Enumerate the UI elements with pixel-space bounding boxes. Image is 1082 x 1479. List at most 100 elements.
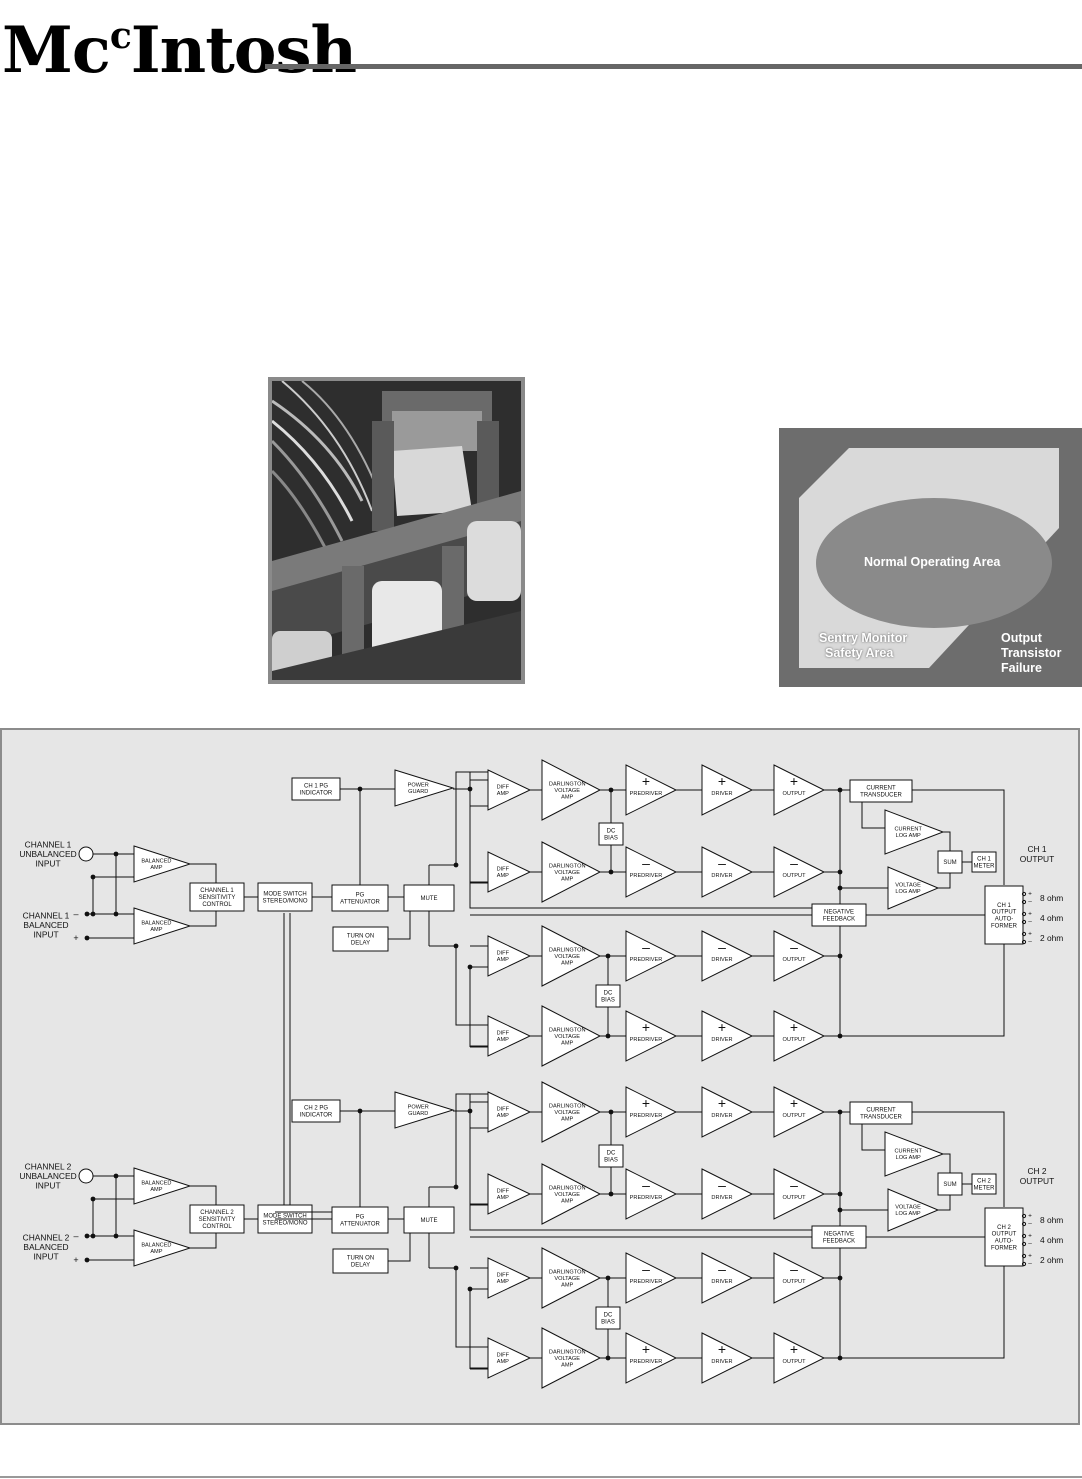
polarity-sign: +: [642, 1095, 650, 1111]
darlington-voltage-amp-label: DARLINGTON: [549, 1350, 586, 1356]
terminal: [1021, 1253, 1027, 1259]
diff-amp-label: AMP: [497, 1037, 509, 1043]
signal-line: [912, 1111, 1005, 1207]
predriver-label: PREDRIVER: [630, 957, 663, 963]
darlington-voltage-amp-label: AMP: [561, 876, 573, 882]
unbalanced-input-jack: [78, 1168, 94, 1184]
failure-label-line1: Output: [1001, 631, 1042, 645]
current-log-amp-label: CURRENT: [895, 1149, 923, 1155]
darlington-voltage-amp-label: DARLINGTON: [549, 1104, 586, 1110]
balanced-plus: +: [73, 1255, 78, 1265]
balanced-amp-1-label: AMP: [150, 1187, 162, 1193]
footer-rule: [0, 1476, 1082, 1478]
signal-line: [861, 1124, 885, 1151]
signal-line: [429, 1093, 488, 1188]
polarity-sign: –: [642, 1261, 650, 1277]
diff-amp-label: DIFF: [497, 1273, 510, 1279]
balanced-amp-2-label: AMP: [150, 927, 162, 933]
terminal: [1021, 939, 1027, 945]
current-transducer-label: TRANSDUCER: [860, 1115, 902, 1121]
output-stage-label: OUTPUT: [783, 1113, 807, 1119]
output-autoformer-label: FORMER: [991, 1245, 1018, 1251]
junction-dot: [837, 1207, 843, 1213]
output-stage-label: OUTPUT: [783, 1359, 807, 1365]
autoformer-photo: [268, 377, 525, 684]
output-autoformer-label: AUTO-: [995, 1239, 1014, 1245]
darlington-voltage-amp-label: VOLTAGE: [554, 870, 580, 876]
darlington-voltage-amp-label: AMP: [561, 1116, 573, 1122]
polarity-sign: –: [642, 1177, 650, 1193]
junction-dot: [608, 1109, 614, 1115]
sensitivity-control-label: CONTROL: [202, 902, 232, 908]
polarity-sign: +: [790, 1341, 798, 1357]
impedance-tap-label: 8 ohm: [1040, 893, 1063, 903]
terminal-minus: –: [1028, 1220, 1032, 1227]
signal-line: [429, 1267, 488, 1348]
diff-amp-label: AMP: [497, 1359, 509, 1365]
output-autoformer-label: AUTO-: [995, 917, 1014, 923]
diff-amp-label: AMP: [497, 1279, 509, 1285]
terminal-plus: +: [1028, 930, 1032, 937]
meter: [971, 851, 997, 873]
diff-amp-label: AMP: [497, 1113, 509, 1119]
sensitivity-control-label: CONTROL: [202, 1224, 232, 1230]
junction-dot: [90, 1233, 96, 1239]
output-title: CH 1: [1027, 844, 1046, 854]
terminal-minus: –: [1028, 938, 1032, 945]
junction-dot: [113, 1233, 119, 1239]
unbalanced-input-jack: [78, 846, 94, 862]
current-log-amp-label: LOG AMP: [896, 1155, 921, 1161]
sensitivity-control-label: CHANNEL 1: [200, 888, 234, 894]
header-rule: [265, 64, 1082, 69]
junction-dot: [90, 1196, 96, 1202]
junction-dot: [357, 786, 363, 792]
polarity-sign: –: [790, 1261, 798, 1277]
output-autoformer-label: OUTPUT: [992, 910, 1017, 916]
voltage-log-amp-label: LOG AMP: [895, 1211, 920, 1217]
polarity-sign: –: [718, 855, 726, 871]
diff-amp: [487, 1015, 532, 1057]
balanced-amp-1-label: BALANCED: [141, 1181, 171, 1187]
diff-amp: [487, 1091, 532, 1133]
driver-label: DRIVER: [711, 1113, 732, 1119]
pg-indicator-label: CH 2 PG: [304, 1106, 328, 1112]
impedance-tap-label: 4 ohm: [1040, 1235, 1063, 1245]
polarity-sign: –: [718, 939, 726, 955]
driver-label: DRIVER: [711, 1195, 732, 1201]
voltage-log-amp-label: VOLTAGE: [895, 1205, 921, 1211]
terminal: [1021, 931, 1027, 937]
mute-label: MUTE: [421, 896, 438, 902]
output-stage-label: OUTPUT: [783, 791, 807, 797]
polarity-sign: +: [718, 1019, 726, 1035]
balanced-amp-2: [133, 1229, 192, 1267]
mode-switch-label: STEREO/MONO: [262, 899, 307, 905]
junction-dot: [605, 1355, 611, 1361]
sensitivity-control: [189, 1204, 245, 1234]
output-autoformer-label: CH 1: [997, 903, 1011, 909]
terminal-plus: +: [1028, 1232, 1032, 1239]
voltage-log-amp-label: LOG AMP: [895, 889, 920, 895]
polarity-sign: +: [642, 1341, 650, 1357]
predriver-label: PREDRIVER: [630, 791, 663, 797]
output-stage-label: OUTPUT: [783, 1279, 807, 1285]
darlington-voltage-amp-label: DARLINGTON: [549, 782, 586, 788]
unbalanced-input-label: UNBALANCED: [19, 1171, 76, 1181]
sensitivity-control-label: CHANNEL 2: [200, 1210, 234, 1216]
signal-line: [388, 911, 411, 940]
junction-dot: [608, 787, 614, 793]
balanced-input-label: BALANCED: [23, 1242, 68, 1252]
driver-label: DRIVER: [711, 1279, 732, 1285]
impedance-tap-label: 8 ohm: [1040, 1215, 1063, 1225]
mode-switch-label: MODE SWITCH: [263, 1214, 306, 1220]
diff-amp: [487, 769, 532, 811]
impedance-tap-label: 2 ohm: [1040, 1255, 1063, 1265]
junction-dot: [608, 869, 614, 875]
failure-label-line2: Transistor: [1001, 646, 1062, 660]
sum-label: SUM: [943, 860, 956, 866]
signal-line: [938, 873, 951, 889]
sentry-monitor-label-line2: Safety Area: [825, 646, 894, 660]
output-stage-label: OUTPUT: [783, 957, 807, 963]
pg-indicator-label: INDICATOR: [300, 791, 333, 797]
